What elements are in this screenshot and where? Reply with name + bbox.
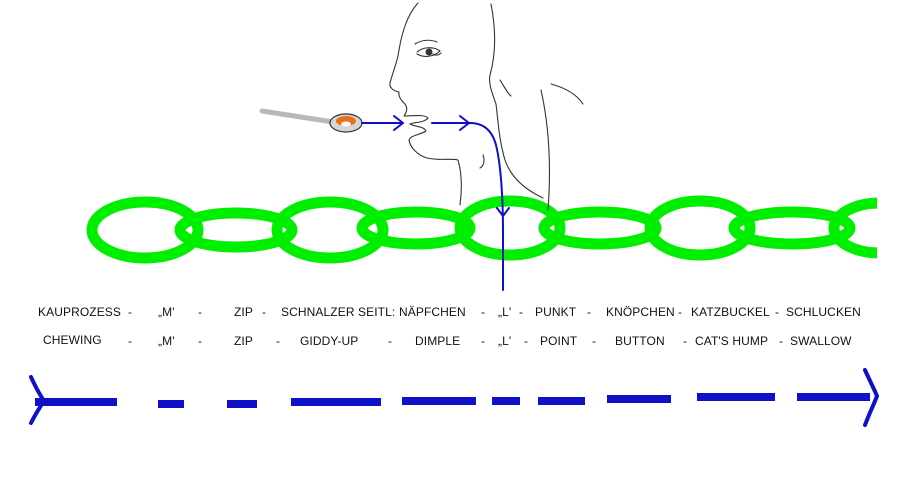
term: - [519, 305, 524, 319]
chain-icon [86, 195, 907, 264]
chain-link-5 [454, 195, 566, 261]
row-label-english: CHEWING [43, 333, 102, 347]
term: CAT'S HUMP [695, 334, 769, 348]
term: - [276, 334, 281, 348]
term: - [683, 334, 688, 348]
term: - [198, 305, 203, 319]
head-profile-icon [389, 2, 584, 211]
timeline-arrow-ends [29, 368, 879, 427]
term: „L' [498, 334, 512, 348]
term: - [198, 334, 203, 348]
dashed-arrow-icon [35, 393, 870, 408]
term: DIMPLE [415, 334, 461, 348]
term: „M' [158, 334, 175, 348]
term: - [524, 334, 529, 348]
term: ZIP [234, 305, 253, 319]
term: - [262, 305, 267, 319]
german-row: KAUPROZESS - „M' - ZIP - SCHNALZER SEITL… [0, 305, 907, 325]
term: - [592, 334, 597, 348]
chain-link-6 [538, 206, 662, 250]
term: SWALLOW [790, 334, 852, 348]
term: „L' [498, 305, 512, 319]
term: - [587, 305, 592, 319]
term: - [128, 334, 133, 348]
chain-link-1 [86, 196, 204, 264]
term: - [388, 334, 393, 348]
term: ZIP [234, 334, 253, 348]
term: - [128, 305, 133, 319]
term: GIDDY-UP [300, 334, 359, 348]
chain-link-2 [174, 207, 298, 253]
term: - [779, 334, 784, 348]
chain-link-7 [644, 195, 756, 261]
term: NÄPFCHEN [399, 305, 466, 319]
term: - [481, 334, 486, 348]
term: „M' [158, 305, 175, 319]
spoon-icon [259, 108, 363, 133]
term: SCHLUCKEN [786, 305, 861, 319]
term: PUNKT [535, 305, 577, 319]
term: - [481, 305, 486, 319]
term: - [775, 305, 780, 319]
term: POINT [540, 334, 578, 348]
term: - [678, 305, 683, 319]
term: SCHNALZER SEITL: [281, 305, 396, 319]
english-row: CHEWING - „M' - ZIP - GIDDY-UP - DIMPLE … [0, 333, 907, 354]
chain-link-3 [271, 196, 389, 264]
chain-edge-mask [877, 180, 907, 280]
food-path-arrow [361, 115, 510, 291]
chain-link-4 [356, 206, 476, 250]
row-label-german: KAUPROZESS [38, 305, 122, 319]
term: KATZBUCKEL [691, 305, 770, 319]
term: BUTTON [615, 334, 665, 348]
chain-link-8 [728, 206, 856, 250]
term: KNÖPCHEN [606, 305, 675, 319]
